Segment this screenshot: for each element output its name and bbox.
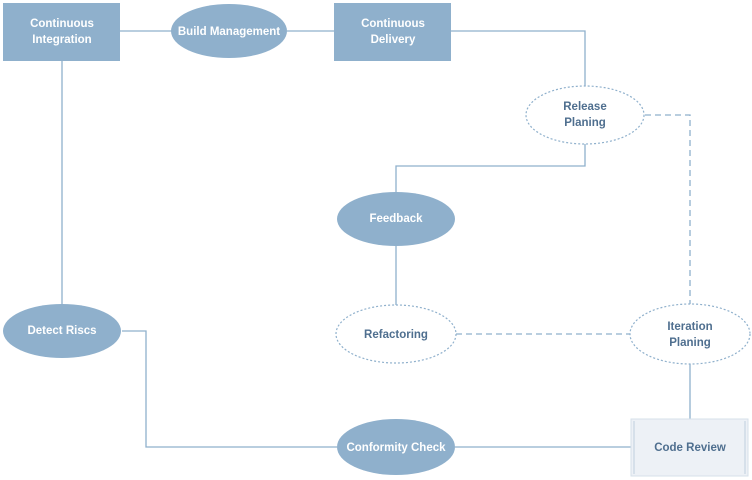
node-shape xyxy=(337,192,455,246)
connectors xyxy=(61,30,691,448)
node-label-line2: Planing xyxy=(669,337,711,349)
node-conformity-check[interactable]: Conformity Check xyxy=(337,419,455,475)
node-label-line2: Integration xyxy=(32,34,91,46)
node-label: Feedback xyxy=(369,213,423,225)
node-continuous-delivery[interactable]: Continuous Delivery xyxy=(334,3,451,61)
node-label: Detect Riscs xyxy=(27,325,96,337)
node-shape xyxy=(3,304,121,358)
node-shape xyxy=(335,304,457,364)
node-label: Code Review xyxy=(654,442,726,454)
node-release-planing[interactable]: Release Planing xyxy=(525,85,645,145)
node-label: Conformity Check xyxy=(346,442,446,454)
node-shape xyxy=(334,3,451,61)
node-label-line1: Continuous xyxy=(361,18,425,30)
node-label-line2: Planing xyxy=(564,117,606,129)
connector-release-iteration xyxy=(645,114,691,305)
node-label-line1: Release xyxy=(563,101,606,113)
node-label: Build Management xyxy=(178,26,280,38)
node-refactoring[interactable]: Refactoring xyxy=(335,304,457,364)
node-continuous-integration[interactable]: Continuous Integration xyxy=(3,3,120,61)
node-shape xyxy=(337,419,455,475)
node-label-line1: Iteration xyxy=(667,321,712,333)
node-feedback[interactable]: Feedback xyxy=(337,192,455,246)
connector-cd-release xyxy=(450,30,586,86)
node-iteration-planing[interactable]: Iteration Planing xyxy=(629,303,751,365)
node-code-review[interactable]: Code Review xyxy=(630,418,749,477)
node-label-line1: Continuous xyxy=(30,18,94,30)
node-detect-riscs[interactable]: Detect Riscs xyxy=(3,304,121,358)
node-label-line2: Delivery xyxy=(371,34,416,46)
node-shape xyxy=(171,4,287,58)
node-shape xyxy=(525,85,645,145)
connector-release-feedback xyxy=(395,144,586,193)
node-build-management[interactable]: Build Management xyxy=(171,4,287,58)
node-shape xyxy=(630,418,749,477)
node-label: Refactoring xyxy=(364,329,428,341)
node-shape xyxy=(3,3,120,61)
connector-conformity-detect xyxy=(122,330,337,448)
node-shape xyxy=(629,303,751,365)
